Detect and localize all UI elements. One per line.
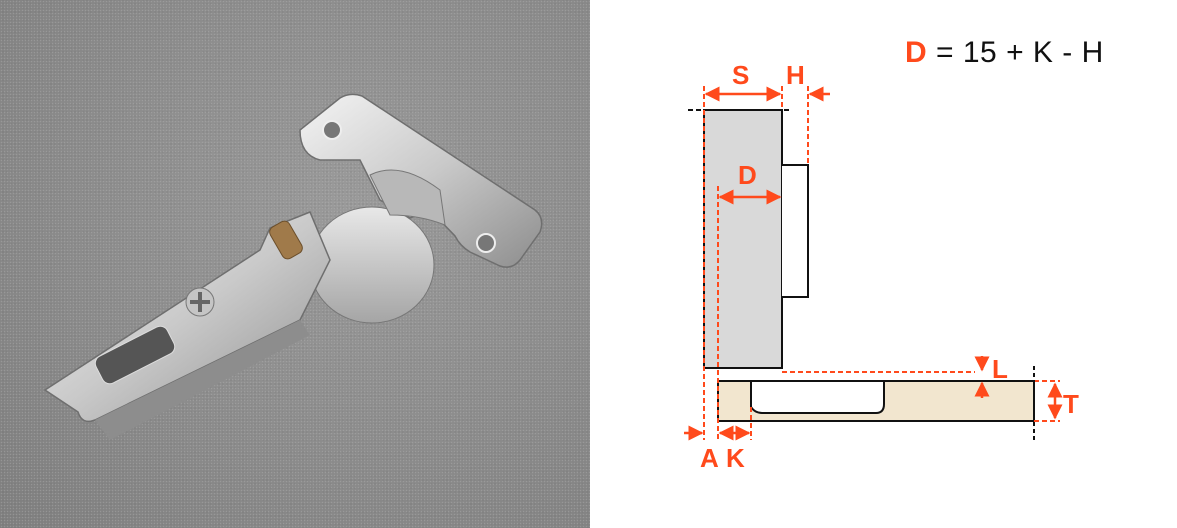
mounting-diagram bbox=[590, 0, 1177, 528]
label-h: H bbox=[786, 60, 805, 90]
label-l: L bbox=[992, 354, 1008, 384]
label-k: K bbox=[726, 443, 745, 473]
label-t: T bbox=[1063, 389, 1079, 419]
label-a: A bbox=[700, 443, 719, 473]
formula-variable: D bbox=[905, 36, 928, 69]
hinge-photo bbox=[0, 0, 590, 528]
label-d: D bbox=[738, 160, 757, 190]
offset-formula: D = 15 + K - H bbox=[905, 36, 1104, 70]
hinge-illustration bbox=[43, 93, 543, 440]
formula-expression: = 15 + K - H bbox=[936, 36, 1104, 69]
label-s: S bbox=[732, 60, 750, 90]
dimension-drawing bbox=[684, 86, 1063, 441]
